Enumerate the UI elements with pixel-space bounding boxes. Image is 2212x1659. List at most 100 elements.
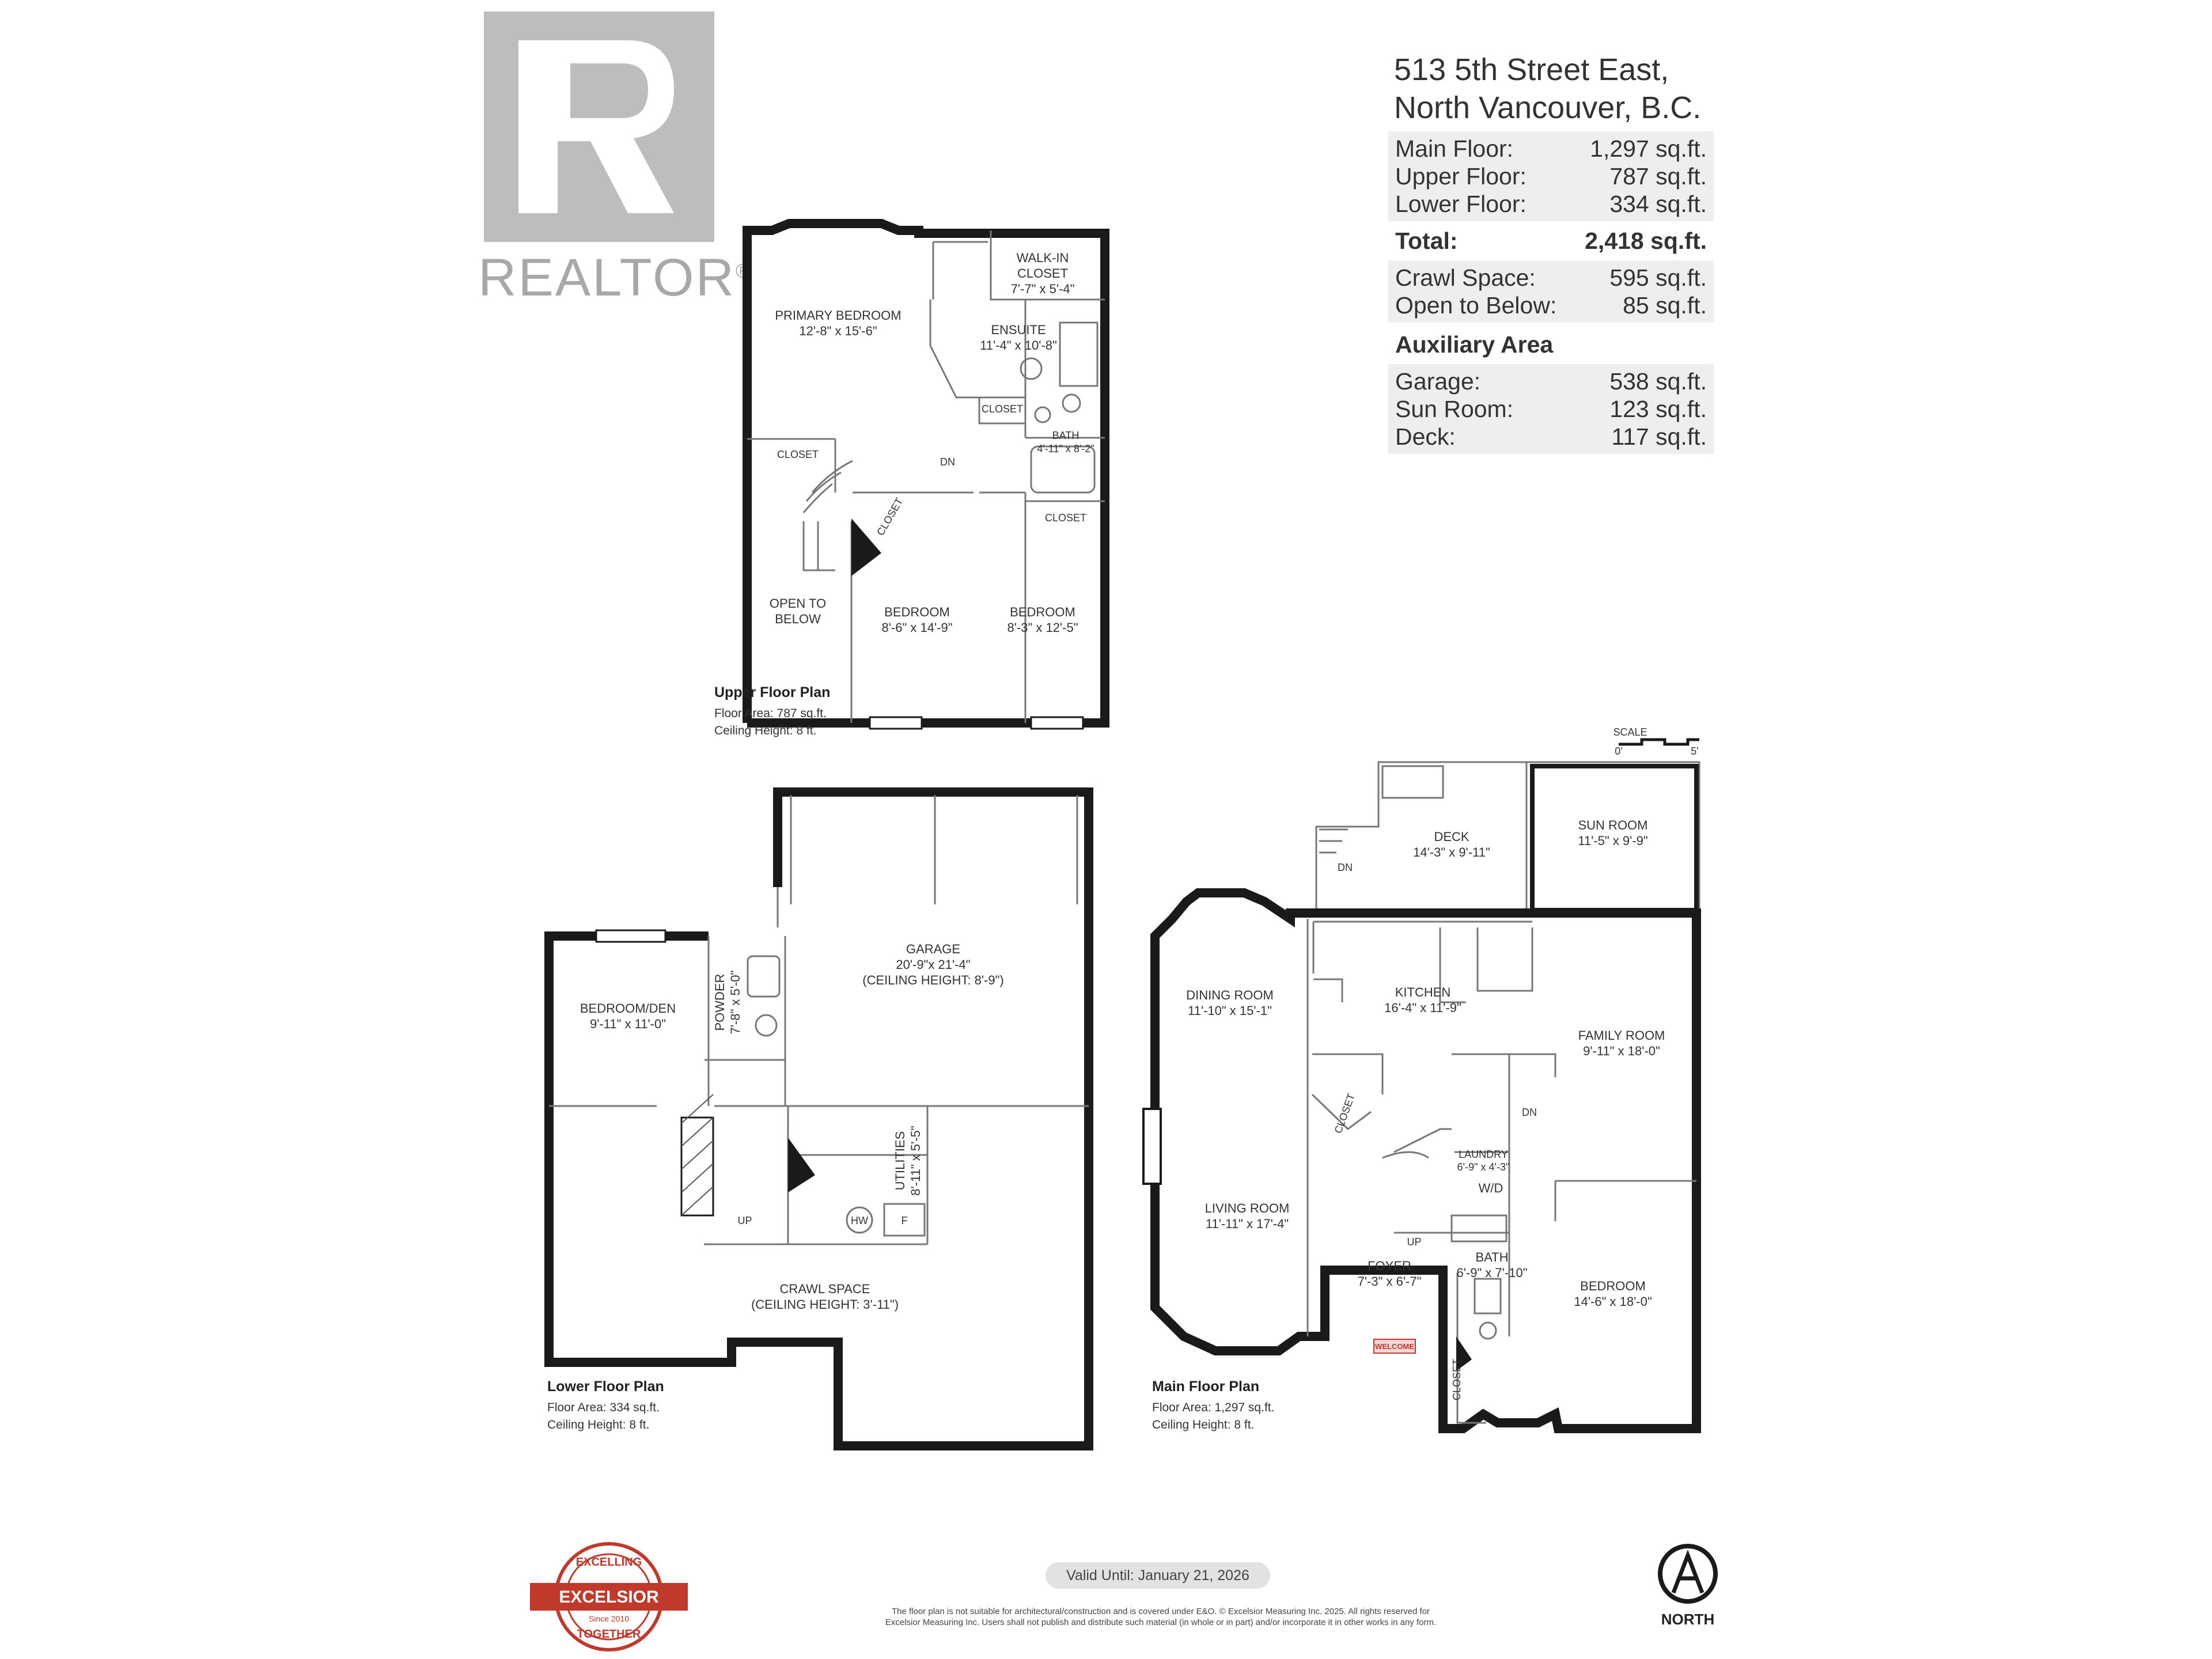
main-stair-down-label: DN xyxy=(1522,1107,1537,1118)
powder-dim: 7'-8" x 5'-0" xyxy=(728,971,743,1035)
crawl-space-ceiling: (CEILING HEIGHT: 3'-11") xyxy=(751,1297,899,1312)
hot-water-label: HW xyxy=(851,1215,868,1226)
utilities-dim: 8'-11" x 5'-5" xyxy=(908,1126,923,1195)
foyer-dim: 7'-3" x 6'-7" xyxy=(1358,1274,1422,1289)
bedroom-dim: 8'-6" x 14'-9" xyxy=(881,620,952,635)
walkin-closet-dim: 7'-7" x 5'-4" xyxy=(1011,282,1075,296)
garage-ceiling: (CEILING HEIGHT: 8'-9") xyxy=(862,973,1004,987)
main-bedroom-dim: 14'-6" x 18'-0" xyxy=(1574,1294,1652,1309)
main-bath-dim: 6'-9" x 7'-10" xyxy=(1456,1266,1527,1280)
upper-plan-ceiling: Ceiling Height: 8 ft. xyxy=(714,724,816,737)
area-row: Garage:538 sq.ft. xyxy=(1395,368,1707,395)
dining-room-name: DINING ROOM xyxy=(1186,988,1274,1002)
lower-plan-area: Floor Area: 334 sq.ft. xyxy=(547,1401,660,1414)
area-row: Deck:117 sq.ft. xyxy=(1395,423,1707,450)
bath-dim: 4'-11" x 8'-2" xyxy=(1037,443,1094,454)
main-bath-name: BATH xyxy=(1475,1250,1508,1264)
utilities-name: UTILITIES xyxy=(893,1131,907,1191)
stair-up-label: UP xyxy=(737,1215,752,1226)
primary-bedroom-name: PRIMARY BEDROOM xyxy=(775,308,901,323)
auxiliary-area-group: Garage:538 sq.ft. Sun Room:123 sq.ft. De… xyxy=(1388,364,1714,454)
bedroom-name: BEDROOM xyxy=(884,605,950,619)
north-label: NORTH xyxy=(1661,1611,1714,1628)
realtor-r-mark xyxy=(484,12,714,242)
bedroom-name: BEDROOM xyxy=(1010,605,1075,619)
dining-room-dim: 11'-10" x 15'-1" xyxy=(1188,1003,1272,1018)
area-row: Lower Floor:334 sq.ft. xyxy=(1395,191,1707,217)
washer-dryer-label: W/D xyxy=(1479,1181,1503,1195)
sun-room-dim: 11'-5" x 9'-9" xyxy=(1578,834,1647,848)
scale-label: SCALE xyxy=(1613,726,1647,738)
scale-zero: 0' xyxy=(1615,745,1622,757)
open-to-below-label: BELOW xyxy=(775,612,821,626)
closet-label: CLOSET xyxy=(874,496,905,537)
primary-bedroom-dim: 12'-8" x 15'-6" xyxy=(799,324,877,338)
upper-plan-title: Upper Floor Plan xyxy=(714,684,830,700)
deck-dim: 14'-3" x 9'-11" xyxy=(1413,845,1490,859)
ensuite-name: ENSUITE xyxy=(991,323,1046,337)
main-plan-title: Main Floor Plan xyxy=(1152,1378,1259,1395)
laundry-name: LAUNDRY xyxy=(1459,1149,1508,1160)
main-plan-area: Floor Area: 1,297 sq.ft. xyxy=(1152,1401,1274,1414)
valid-until-badge: Valid Until: January 21, 2026 xyxy=(1046,1562,1270,1589)
area-row: Open to Below:85 sq.ft. xyxy=(1395,292,1707,319)
closet-label: CLOSET xyxy=(1451,1359,1463,1400)
floor-area-group: Main Floor:1,297 sq.ft. Upper Floor:787 … xyxy=(1388,131,1714,221)
area-row: Sun Room:123 sq.ft. xyxy=(1395,396,1707,422)
den-name: BEDROOM/DEN xyxy=(580,1001,676,1016)
area-summary-table: Main Floor:1,297 sq.ft. Upper Floor:787 … xyxy=(1388,131,1714,454)
lower-plan-title: Lower Floor Plan xyxy=(547,1378,664,1395)
area-row: Crawl Space:595 sq.ft. xyxy=(1395,264,1707,291)
living-room-name: LIVING ROOM xyxy=(1205,1201,1290,1215)
family-room-name: FAMILY ROOM xyxy=(1578,1028,1665,1043)
other-area-group: Crawl Space:595 sq.ft. Open to Below:85 … xyxy=(1388,260,1714,323)
lower-plan-ceiling: Ceiling Height: 8 ft. xyxy=(547,1418,649,1431)
garage-dim: 20'-9"x 21'-4" xyxy=(896,957,970,972)
closet-label: CLOSET xyxy=(982,403,1023,415)
kitchen-dim: 16'-4" x 11'-9" xyxy=(1384,1001,1461,1015)
sun-room-name: SUN ROOM xyxy=(1578,818,1648,832)
bath-name: BATH xyxy=(1052,430,1080,441)
scale-five: 5' xyxy=(1691,745,1698,757)
badge-main-text: EXCELSIOR xyxy=(559,1588,659,1607)
garage-name: GARAGE xyxy=(906,942,960,956)
stair-down-label: DN xyxy=(940,456,955,468)
den-dim: 9'-11" x 11'-0" xyxy=(590,1017,666,1031)
total-area-row: Total:2,418 sq.ft. xyxy=(1395,228,1707,254)
closet-label: CLOSET xyxy=(1332,1092,1357,1135)
badge-bottom-text: TOGETHER xyxy=(577,1628,641,1641)
badge-top-text: EXCELLING xyxy=(576,1556,642,1569)
living-room-dim: 11'-11" x 17'-4" xyxy=(1206,1217,1289,1231)
foyer-name: FOYER xyxy=(1368,1259,1411,1273)
main-floor-plan: SCALE 0' 5' WELCOME DECK 14'-3" x 9'-11"… xyxy=(1142,726,1701,1433)
disclaimer: The floor plan is not suitable for archi… xyxy=(795,1606,1527,1628)
deck-stair-down-label: DN xyxy=(1338,862,1353,873)
main-bedroom-name: BEDROOM xyxy=(1580,1279,1646,1293)
lower-floor-plan: GARAGE 20'-9"x 21'-4" (CEILING HEIGHT: 8… xyxy=(544,787,1093,1450)
badge-since-text: Since 2010 xyxy=(589,1614,629,1623)
disclaimer-line-2: Excelsior Measuring Inc. Users shall not… xyxy=(885,1618,1437,1627)
deck-name: DECK xyxy=(1434,830,1469,844)
area-row: Main Floor:1,297 sq.ft. xyxy=(1395,135,1707,162)
closet-label: CLOSET xyxy=(1045,512,1086,524)
laundry-dim: 6'-9" x 4'-3" xyxy=(1457,1161,1510,1173)
address-line-2: North Vancouver, B.C. xyxy=(1394,90,1702,125)
crawl-space-name: CRAWL SPACE xyxy=(780,1282,870,1296)
address-line-1: 513 5th Street East, xyxy=(1394,52,1669,87)
upper-floor-plan: PRIMARY BEDROOM 12'-8" x 15'-6" WALK-IN … xyxy=(714,219,1109,737)
welcome-mat-label: WELCOME xyxy=(1375,1342,1414,1351)
north-arrow: NORTH xyxy=(1658,1544,1718,1628)
walkin-closet-name: WALK-IN xyxy=(1017,251,1069,265)
family-room-dim: 9'-11" x 18'-0" xyxy=(1583,1044,1660,1058)
open-to-below-label: OPEN TO xyxy=(770,596,826,611)
realtor-logo: REALTOR® xyxy=(478,12,750,311)
walkin-closet-name: CLOSET xyxy=(1017,266,1068,281)
main-stair-up-label: UP xyxy=(1407,1236,1421,1248)
furnace-label: F xyxy=(902,1215,908,1226)
main-plan-ceiling: Ceiling Height: 8 ft. xyxy=(1152,1418,1254,1431)
excelsior-badge: EXCELLING EXCELSIOR Since 2010 TOGETHER xyxy=(530,1542,688,1652)
powder-name: POWDER xyxy=(713,974,727,1031)
kitchen-name: KITCHEN xyxy=(1395,985,1451,999)
auxiliary-area-title: Auxiliary Area xyxy=(1395,331,1554,358)
